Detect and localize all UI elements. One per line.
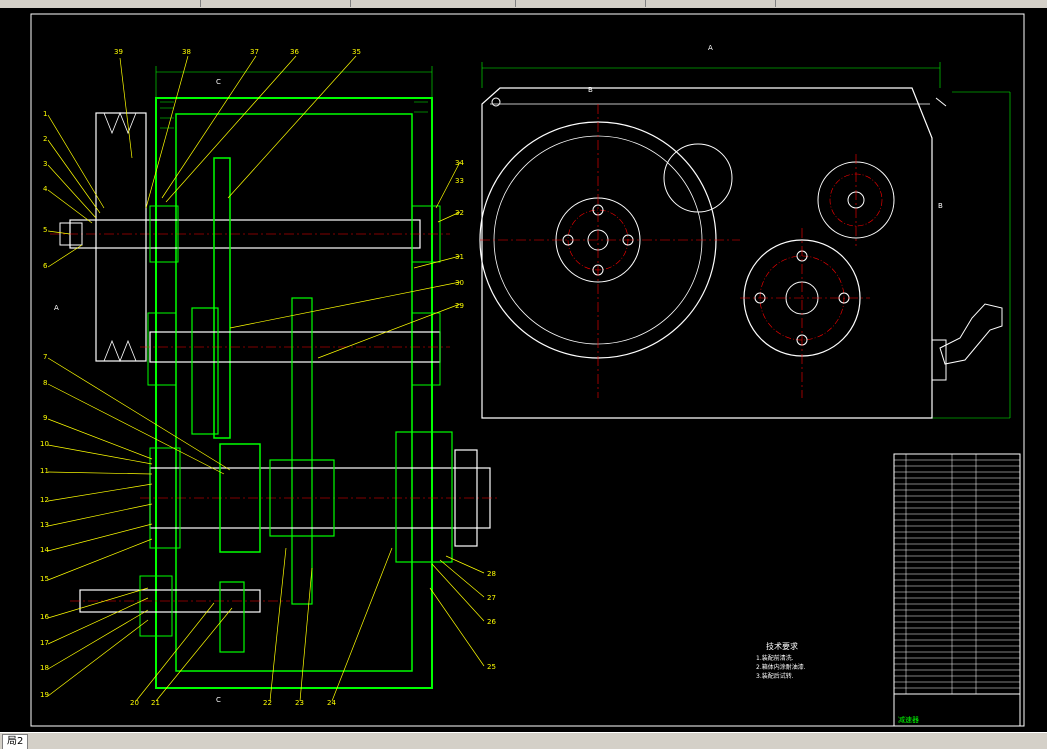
section-label: B [938,202,943,210]
view-label: A [54,304,59,312]
gear-5 [219,581,245,653]
lower-shaft [70,575,290,653]
input-shaft [50,111,450,439]
section-label: B [588,86,593,94]
status-bar: 局2 [0,732,1047,749]
callout-label: 3 [43,160,47,168]
bearing-right [411,205,441,263]
callout-label: 22 [263,699,272,707]
intermediate-shaft [140,297,450,605]
section-label: C [216,696,221,704]
tab-layout2[interactable]: 局2 [2,734,29,749]
callout-label: 2 [43,135,47,143]
callout-label: 36 [290,48,299,56]
callout-label: 19 [40,691,49,699]
crank-handle [939,303,1003,365]
callout-label: 13 [40,521,49,529]
gear-3 [291,297,313,605]
toolbar-segment[interactable] [0,0,201,7]
callout-label: 1 [43,110,47,118]
toolbar-segment[interactable] [645,0,776,7]
callout-label: 5 [43,226,47,234]
callout-label: 10 [40,440,49,448]
main-section-view [155,97,433,689]
note-line: 3.装配后试转. [756,672,794,680]
callout-label: 15 [40,575,49,583]
callout-label: 9 [43,414,47,422]
callout-label: 34 [455,159,464,167]
toolbar-segment[interactable] [200,0,351,7]
housing-outline [481,87,933,419]
callout-label: 33 [455,177,464,185]
callout-label: 29 [455,302,464,310]
callout-label: 20 [130,699,139,707]
section-label: C [216,78,221,86]
dimension-lines [155,62,1011,419]
callout-label: 32 [455,209,464,217]
gearbox-housing-outer [155,97,433,689]
callout-label: 25 [487,663,496,671]
callout-numbers: 1 2 3 4 5 6 7 8 9 10 11 12 13 14 15 16 1… [40,48,496,707]
callout-label: 30 [455,279,464,287]
bom-table [893,453,1021,727]
gear-4 [219,443,261,553]
callout-label: 39 [114,48,123,56]
callout-label: 7 [43,353,47,361]
callout-label: 28 [487,570,496,578]
callout-label: 8 [43,379,47,387]
note-line: 2.箱体内涂耐油漆. [756,663,806,671]
callout-label: 38 [182,48,191,56]
bearing-left [149,205,179,263]
notes-title: 技术要求 [766,641,798,651]
shaft-end-nut [59,222,83,246]
callout-label: 16 [40,613,49,621]
callout-label: 17 [40,639,49,647]
view-label: A [708,44,713,52]
end-view-A [479,87,1003,419]
callout-label: 37 [250,48,259,56]
callout-label: 6 [43,262,48,270]
toolbar-segment[interactable] [350,0,516,7]
gear-2 [191,307,219,435]
note-line: 1.装配前清洗. [756,654,794,662]
parts-list: 减速器 [893,453,1021,727]
callout-label: 23 [295,699,304,707]
callout-label: 21 [151,699,160,707]
callout-label: 12 [40,496,49,504]
callout-label: 27 [487,594,496,602]
callout-label: 35 [352,48,361,56]
drawing-canvas[interactable]: 1 2 3 4 5 6 7 8 9 10 11 12 13 14 15 16 1… [0,8,1047,732]
v-belt-pulley [95,112,147,362]
gearbox-housing-inner [175,113,413,672]
callout-label: 26 [487,618,496,626]
small-gear-circle [663,143,733,213]
technical-notes: 技术要求 1.装配前清洗. 2.箱体内涂耐油漆. 3.装配后试转. [756,641,806,680]
callout-leaders [47,55,485,702]
callout-label: 14 [40,546,49,554]
output-shaft [140,431,500,563]
cad-drawing: 1 2 3 4 5 6 7 8 9 10 11 12 13 14 15 16 1… [30,13,1025,727]
callout-label: 4 [43,185,48,193]
gear-1 [213,157,231,439]
callout-label: 31 [455,253,464,261]
toolbar-segment[interactable] [515,0,646,7]
callout-label: 11 [40,467,49,475]
section-markers: C C A A B B [54,44,943,704]
callout-label: 18 [40,664,49,672]
title-block-name: 减速器 [898,715,919,724]
drawing-border [30,13,1025,727]
output-flange [454,449,478,547]
bearing-cover [395,431,453,563]
callout-label: 24 [327,699,336,707]
